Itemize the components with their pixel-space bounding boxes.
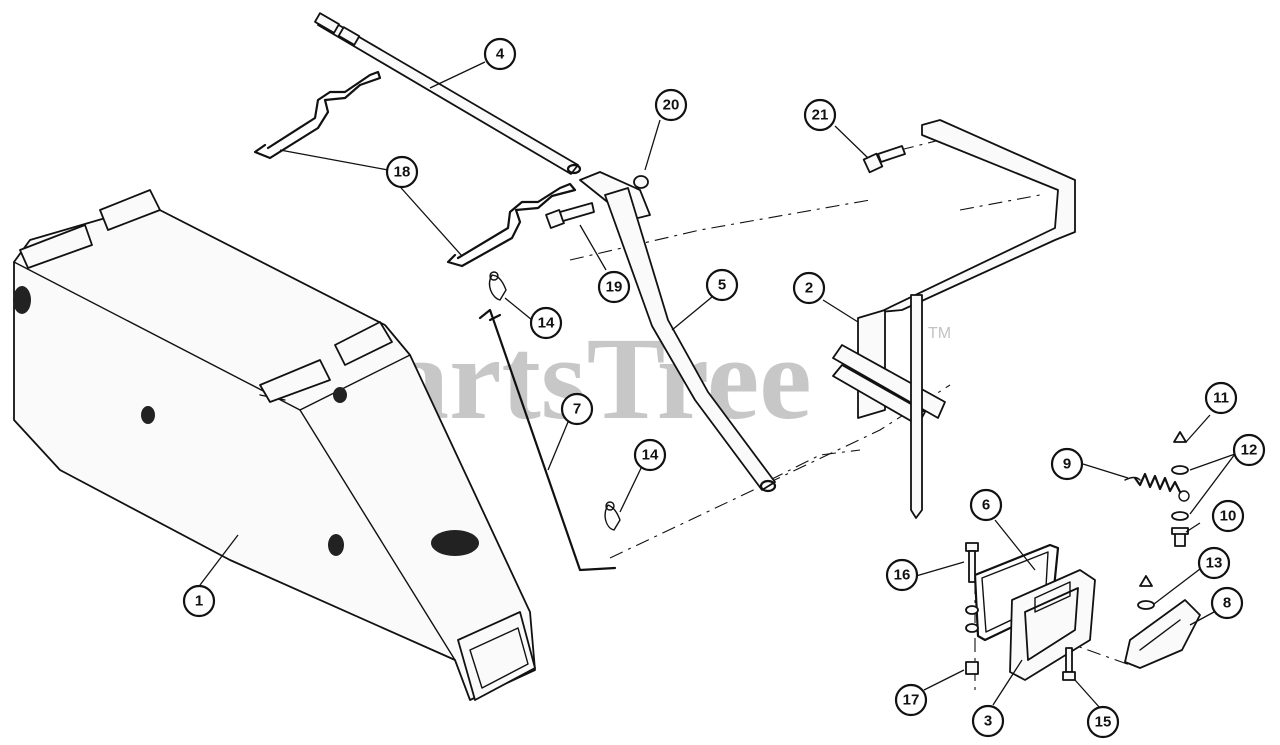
callout-label: 9 bbox=[1063, 456, 1071, 473]
callout-label: 1 bbox=[195, 593, 203, 610]
wire-brackets bbox=[253, 70, 577, 268]
callout-label: 6 bbox=[982, 497, 990, 514]
deflector bbox=[1124, 599, 1201, 669]
bolt-19 bbox=[545, 202, 595, 229]
callout-2: 2 bbox=[792, 271, 826, 305]
callout-label: 11 bbox=[1213, 390, 1229, 407]
nut-20 bbox=[633, 175, 649, 189]
callout-label: 13 bbox=[1206, 555, 1223, 572]
callout-label: 10 bbox=[1220, 508, 1237, 525]
hardware-stack bbox=[1171, 431, 1189, 547]
callout-label: 16 bbox=[894, 567, 911, 584]
callout-label: 19 bbox=[606, 279, 623, 296]
hardware-13 bbox=[1137, 575, 1155, 610]
bolt-16 bbox=[965, 542, 979, 633]
nut-17 bbox=[965, 661, 979, 675]
callout-5: 5 bbox=[705, 268, 739, 302]
spring bbox=[1124, 472, 1190, 502]
callout-label: 17 bbox=[903, 692, 920, 709]
callout-8: 8 bbox=[1210, 586, 1244, 620]
callout-9: 9 bbox=[1050, 447, 1084, 481]
bolt-15 bbox=[1062, 647, 1076, 681]
callout-4: 4 bbox=[483, 37, 517, 71]
callout-21: 21 bbox=[803, 98, 837, 132]
lever-bracket bbox=[579, 171, 777, 493]
callout-label: 8 bbox=[1223, 595, 1231, 612]
callout-10: 10 bbox=[1211, 499, 1245, 533]
callout-label: 14 bbox=[538, 315, 555, 332]
callout-label: 7 bbox=[573, 401, 581, 418]
watermark-tm: TM bbox=[928, 325, 951, 342]
rod bbox=[314, 12, 582, 175]
grass-bag bbox=[13, 189, 536, 701]
frame-bracket bbox=[832, 119, 1076, 519]
callout-1: 1 bbox=[182, 584, 216, 618]
callout-3: 3 bbox=[971, 704, 1005, 738]
callout-label: 18 bbox=[394, 164, 411, 181]
callout-17: 17 bbox=[894, 683, 928, 717]
callout-15: 15 bbox=[1086, 705, 1120, 739]
bent-rod bbox=[478, 308, 617, 572]
callout-16: 16 bbox=[885, 558, 919, 592]
callout-label: 21 bbox=[812, 107, 829, 124]
callout-14-upper: 14 bbox=[529, 306, 563, 340]
bolt-21 bbox=[862, 145, 906, 174]
hairpin-clip-upper bbox=[488, 271, 507, 301]
callout-label: 12 bbox=[1241, 442, 1258, 459]
callout-label: 2 bbox=[805, 280, 813, 297]
callout-19: 19 bbox=[597, 270, 631, 304]
callout-13: 13 bbox=[1197, 546, 1231, 580]
callout-label: 14 bbox=[642, 447, 659, 464]
adapter-frame bbox=[1009, 569, 1096, 681]
callout-14-lower: 14 bbox=[633, 438, 667, 472]
callout-18: 18 bbox=[385, 155, 419, 189]
callout-label: 15 bbox=[1095, 714, 1112, 731]
callout-12: 12 bbox=[1232, 433, 1266, 467]
callout-label: 5 bbox=[718, 277, 726, 294]
callout-11: 11 bbox=[1204, 381, 1238, 415]
hairpin-clip-lower bbox=[604, 501, 621, 531]
callout-6: 6 bbox=[969, 488, 1003, 522]
leader-lines bbox=[199, 61, 1236, 709]
callout-20: 20 bbox=[654, 88, 688, 122]
callout-7: 7 bbox=[560, 392, 594, 426]
callout-label: 4 bbox=[496, 46, 505, 63]
callout-label: 20 bbox=[663, 97, 680, 114]
callout-label: 3 bbox=[984, 713, 992, 730]
